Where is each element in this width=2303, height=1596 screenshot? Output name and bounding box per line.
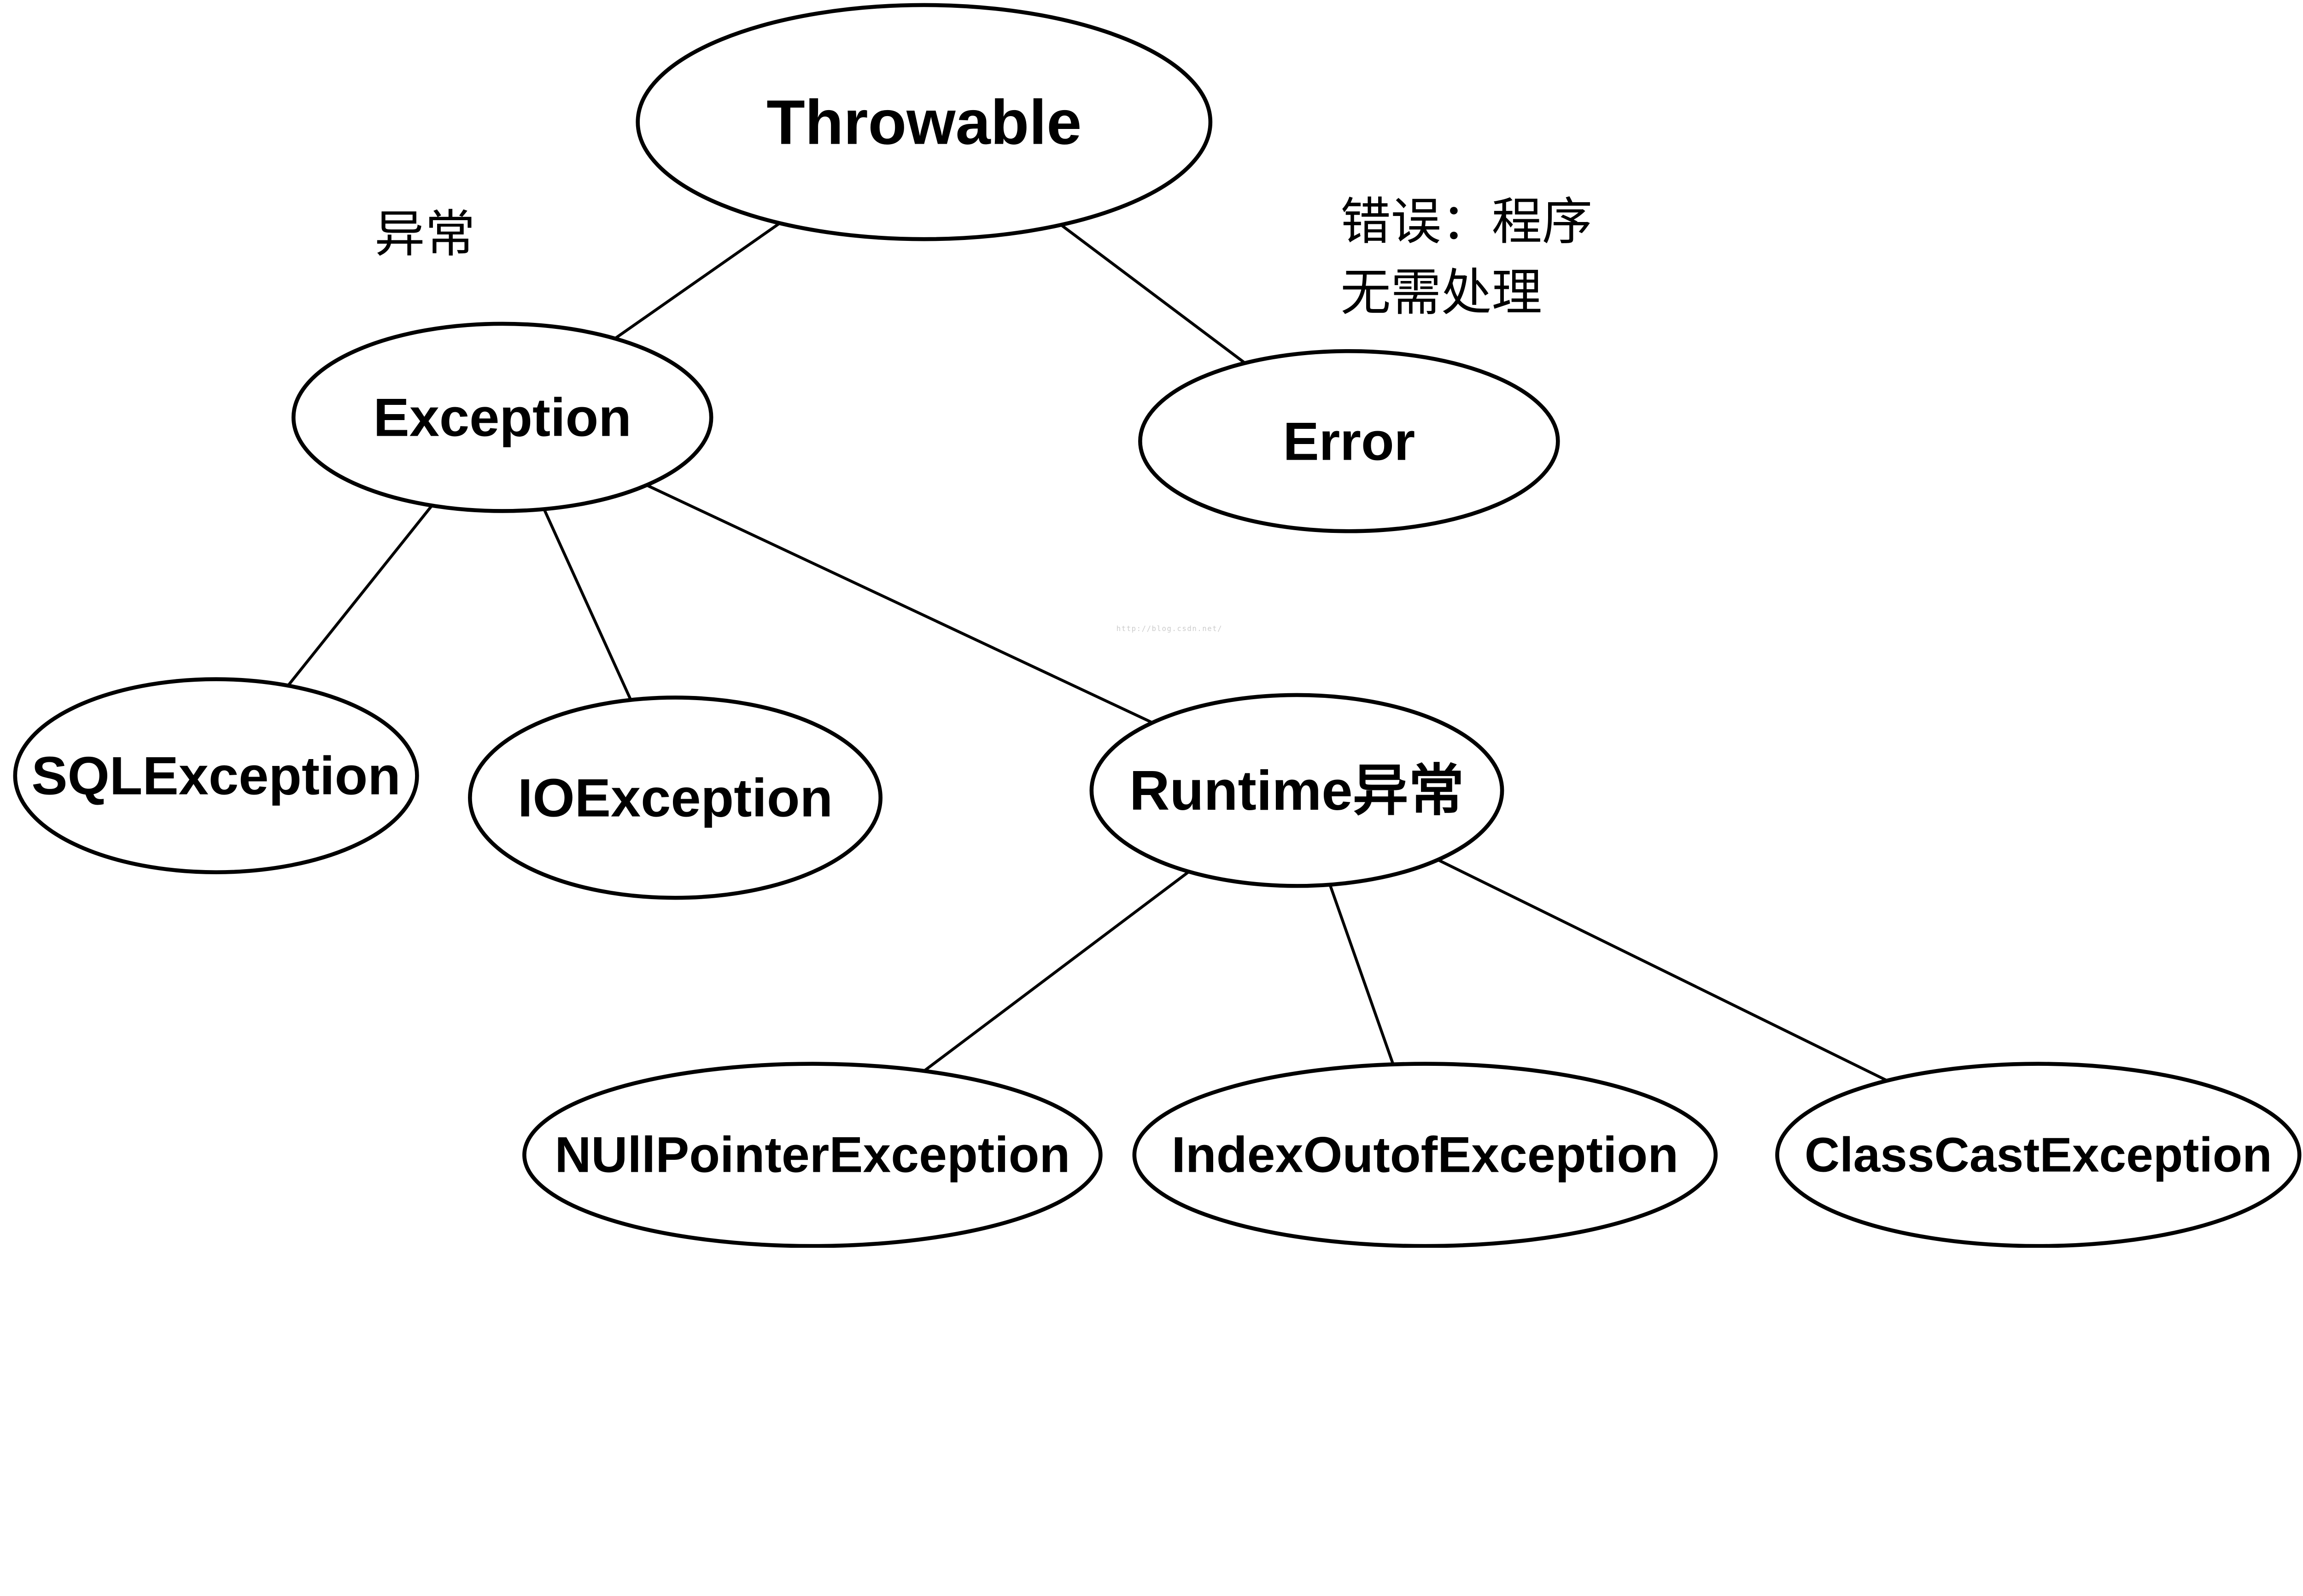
nullpointer-label: NUllPointerException (555, 1127, 1070, 1183)
edge-exception-runtime (646, 484, 1153, 724)
node-ioexception: IOException (468, 696, 883, 900)
node-indexoutof: IndexOutofException (1132, 1062, 1718, 1248)
edge-throwable-exception (614, 222, 781, 340)
exception-hierarchy-svg: 异常 错误：程序 无需处理 http://blog.csdn.net/ Thro… (13, 3, 2302, 1248)
edge-runtime-nullpointer (923, 870, 1190, 1072)
classcast-ellipse (1775, 1062, 2302, 1248)
nullpointer-ellipse (522, 1062, 1103, 1248)
runtime-ellipse (1089, 693, 1504, 888)
edge-runtime-indexoutof (1328, 884, 1395, 1065)
indexoutof-ellipse (1132, 1062, 1718, 1248)
node-sqlexception: SQLException (13, 677, 419, 874)
node-runtime: Runtime异常 (1089, 693, 1504, 888)
edge-throwable-error (1060, 223, 1246, 364)
watermark-text: http://blog.csdn.net/ (1116, 624, 1222, 633)
exception-ellipse (291, 322, 713, 513)
indexoutof-label: IndexOutofException (1171, 1127, 1678, 1183)
sqlexception-ellipse (13, 677, 419, 874)
edge-runtime-classcast (1437, 858, 1888, 1082)
error-ellipse (1138, 349, 1560, 533)
exception-annotation: 异常 (374, 205, 475, 263)
exception-label: Exception (374, 387, 631, 448)
runtime-label: Runtime异常 (1129, 759, 1464, 822)
error-annotation-line1: 错误：程序 (1340, 192, 1592, 251)
error-annotation-line2: 无需处理 (1340, 263, 1542, 322)
node-classcast: ClassCastException (1775, 1062, 2302, 1248)
throwable-label: Throwable (766, 87, 1081, 158)
node-nullpointer: NUllPointerException (522, 1062, 1103, 1248)
error-label: Error (1283, 411, 1415, 471)
node-error: Error (1138, 349, 1560, 533)
exception-hierarchy-diagram: 异常 错误：程序 无需处理 http://blog.csdn.net/ Thro… (13, 3, 2302, 1248)
ioexception-label: IOException (518, 767, 833, 828)
ioexception-ellipse (468, 696, 883, 900)
classcast-label: ClassCastException (1805, 1128, 2272, 1182)
throwable-ellipse (636, 3, 1213, 241)
edge-exception-sqlexception (286, 504, 433, 687)
edges-layer (286, 222, 1888, 1082)
node-exception: Exception (291, 322, 713, 513)
node-throwable: Throwable (636, 3, 1213, 241)
edge-exception-ioexception (543, 509, 632, 701)
sqlexception-label: SQLException (31, 746, 400, 806)
